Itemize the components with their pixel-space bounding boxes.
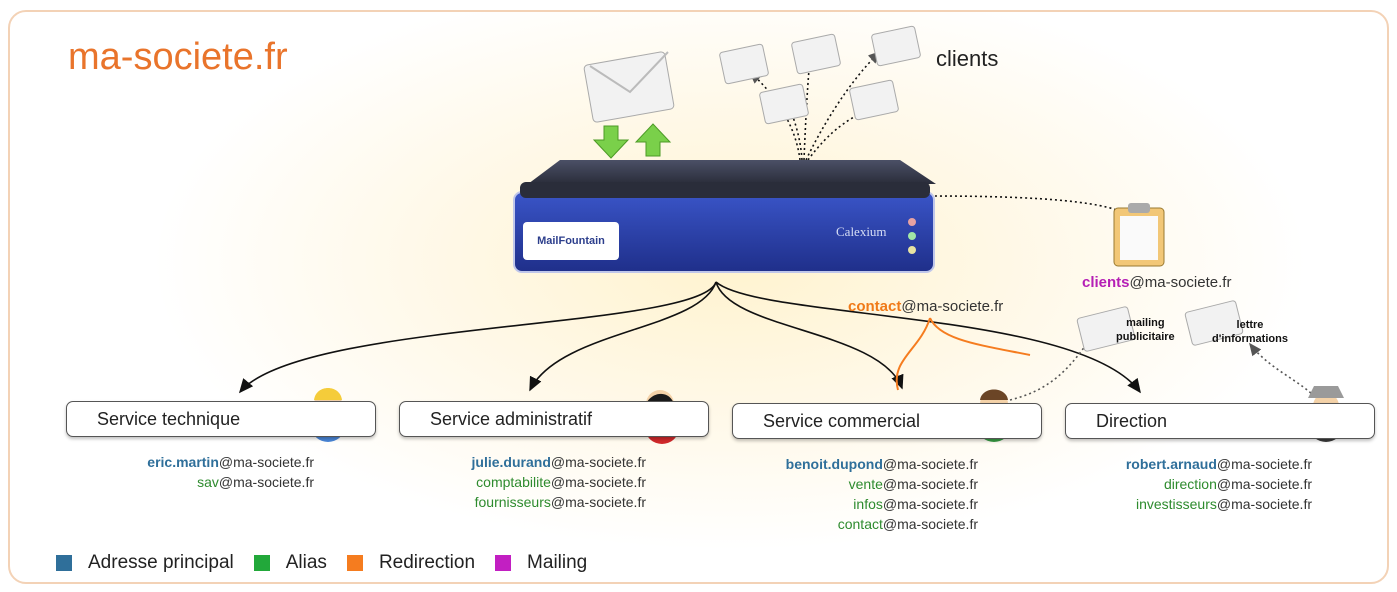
address-domain: @ma-societe.fr <box>218 454 314 470</box>
address-user: contact <box>837 516 883 532</box>
clipboard-icon <box>1113 203 1165 267</box>
address-domain: @ma-societe.fr <box>218 474 314 490</box>
contact-alias: contact@ma-societe.fr <box>848 298 1003 315</box>
legend-label-redirection: Redirection <box>378 552 476 573</box>
legend-item-redirection: Redirection <box>346 552 476 574</box>
address-domain: @ma-societe.fr <box>1216 476 1312 492</box>
address-user: benoit.dupond <box>785 456 883 472</box>
device-brand: MailFountain <box>523 222 619 260</box>
main-envelope-icon <box>583 51 675 123</box>
address-domain: @ma-societe.fr <box>882 456 978 472</box>
legend-label-alias: Alias <box>285 552 327 573</box>
address-domain: @ma-societe.fr <box>550 454 646 470</box>
legend-swatch-mailing <box>495 555 512 571</box>
legend: Adresse principal Alias Redirection Mail… <box>56 552 607 574</box>
clients-mailing-user: clients <box>1082 274 1130 291</box>
address-domain: @ma-societe.fr <box>882 476 978 492</box>
address-user: investisseurs <box>1135 496 1217 512</box>
address-row: contact@ma-societe.fr <box>730 514 978 534</box>
address-row: eric.martin@ma-societe.fr <box>90 452 314 472</box>
clients-mailing-domain: @ma-societe.fr <box>1129 274 1232 291</box>
diagram-frame <box>8 10 1389 584</box>
address-row: sav@ma-societe.fr <box>90 472 314 492</box>
legend-label-mailing: Mailing <box>527 552 588 573</box>
service-technique-addresses: eric.martin@ma-societe.fr sav@ma-societe… <box>90 452 314 492</box>
address-user: direction <box>1163 476 1217 492</box>
mailing-envelope-label-line2: publicitaire <box>1116 331 1175 343</box>
address-user: sav <box>197 474 219 490</box>
contact-alias-user: contact <box>848 298 902 315</box>
service-commercial-addresses: benoit.dupond@ma-societe.fr vente@ma-soc… <box>730 454 978 534</box>
legend-swatch-redirection <box>346 555 363 571</box>
contact-alias-domain: @ma-societe.fr <box>901 298 1004 315</box>
service-commercial-box: Service commercial <box>732 403 1042 439</box>
service-administratif-label: Service administratif <box>430 408 593 429</box>
clients-mailing-address: clients@ma-societe.fr <box>1082 274 1231 291</box>
newsletter-envelope-label: lettre d'informations <box>1212 318 1288 346</box>
address-user: eric.martin <box>147 454 219 470</box>
clients-label: clients <box>936 46 999 71</box>
address-domain: @ma-societe.fr <box>882 496 978 512</box>
address-user: infos <box>853 496 883 512</box>
address-domain: @ma-societe.fr <box>1216 456 1312 472</box>
address-domain: @ma-societe.fr <box>550 474 646 490</box>
address-row: infos@ma-societe.fr <box>730 494 978 514</box>
direction-box: Direction <box>1065 403 1375 439</box>
address-row: direction@ma-societe.fr <box>1060 474 1312 494</box>
address-row: robert.arnaud@ma-societe.fr <box>1060 454 1312 474</box>
site-title: ma-societe.fr <box>68 36 288 78</box>
address-row: fournisseurs@ma-societe.fr <box>410 492 646 512</box>
address-user: robert.arnaud <box>1125 456 1217 472</box>
mailing-envelopes-icon <box>1076 300 1244 352</box>
mailing-envelope-label-line1: mailing <box>1126 317 1165 329</box>
address-row: julie.durand@ma-societe.fr <box>410 452 646 472</box>
distribution-lines <box>238 281 1141 394</box>
device-maker: Calexium <box>836 224 887 239</box>
address-domain: @ma-societe.fr <box>882 516 978 532</box>
address-row: benoit.dupond@ma-societe.fr <box>730 454 978 474</box>
redirection-line <box>895 317 1031 391</box>
address-user: vente <box>848 476 883 492</box>
address-user: fournisseurs <box>474 494 551 510</box>
address-user: julie.durand <box>471 454 551 470</box>
address-user: comptabilite <box>476 474 551 490</box>
mailing-envelope-label: mailing publicitaire <box>1116 316 1175 344</box>
address-domain: @ma-societe.fr <box>1216 496 1312 512</box>
legend-label-principal: Adresse principal <box>88 552 234 573</box>
address-row: comptabilite@ma-societe.fr <box>410 472 646 492</box>
newsletter-envelope-label-line1: lettre <box>1236 319 1264 331</box>
service-administratif-addresses: julie.durand@ma-societe.fr comptabilite@… <box>410 452 646 512</box>
legend-swatch-principal <box>56 555 72 571</box>
service-commercial-label: Service commercial <box>763 410 921 431</box>
newsletter-envelope-label-line2: d'informations <box>1212 333 1288 345</box>
mail-server-device <box>513 160 936 273</box>
legend-swatch-alias <box>253 555 270 571</box>
service-technique-label: Service technique <box>97 408 241 429</box>
address-row: vente@ma-societe.fr <box>730 474 978 494</box>
address-row: investisseurs@ma-societe.fr <box>1060 494 1312 514</box>
service-administratif-box: Service administratif <box>399 401 709 437</box>
sync-arrows-icon <box>592 123 672 159</box>
service-technique-box: Service technique <box>66 401 376 437</box>
legend-item-mailing: Mailing <box>495 552 587 574</box>
legend-item-principal: Adresse principal <box>56 552 234 574</box>
direction-label: Direction <box>1096 410 1168 431</box>
legend-item-alias: Alias <box>253 552 327 574</box>
client-envelopes-icon <box>719 25 921 125</box>
address-domain: @ma-societe.fr <box>550 494 646 510</box>
direction-addresses: robert.arnaud@ma-societe.fr direction@ma… <box>1060 454 1312 514</box>
